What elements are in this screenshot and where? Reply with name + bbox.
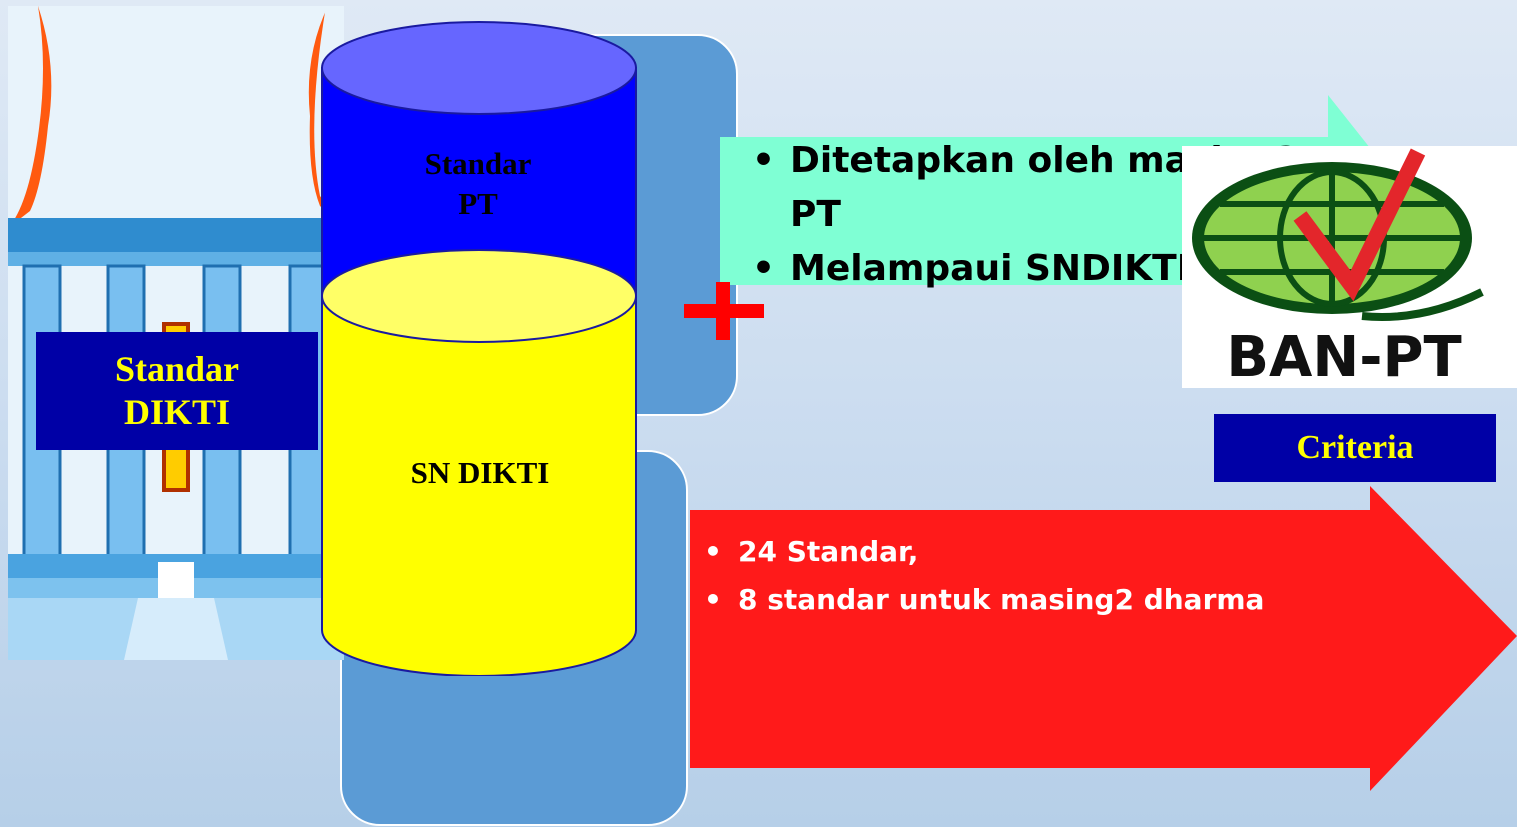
standar-dikti-line-1: Standar [114, 349, 240, 389]
green-bullet-item: Melampaui SNDIKTI [752, 242, 1352, 296]
red-arrow-bullets: 24 Standar, 8 standar untuk masing2 dhar… [700, 528, 1500, 624]
plus-icon [684, 282, 764, 340]
sn-dikti-label: SN DIKTI [410, 455, 550, 490]
standar-dikti-line-2: DIKTI [123, 392, 231, 432]
standar-pt-line-2: PT [458, 186, 498, 221]
ban-pt-logo-text: BAN-PT [1226, 325, 1461, 388]
standar-pt-line-1: Standar [424, 146, 532, 181]
standar-pt-label: Standar PT [388, 144, 568, 224]
red-bullet-item: 24 Standar, [700, 528, 1500, 576]
ban-pt-logo-icon: BAN-PT [1192, 148, 1484, 390]
standar-dikti-label: Standar DIKTI [36, 332, 318, 450]
ban-pt-logo: BAN-PT [1182, 146, 1517, 390]
red-bullet-item: 8 standar untuk masing2 dharma [700, 576, 1500, 624]
criteria-label: Criteria [1214, 414, 1496, 482]
standards-cylinder [321, 21, 637, 676]
